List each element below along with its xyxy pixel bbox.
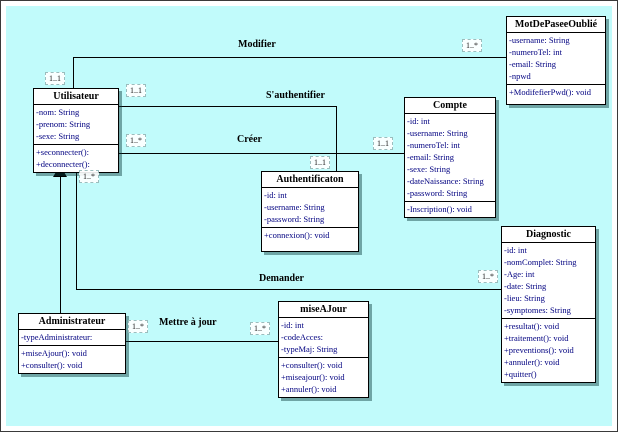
class-authentificaton[interactable]: Authentificaton -id: int -username: Stri… <box>261 171 359 252</box>
association-line-sauthentifier-vertical <box>336 106 337 171</box>
attribute: -email: String <box>407 152 454 162</box>
attributes-section: -id: int -codeAcces: -typeMaj: String <box>279 318 368 357</box>
attribute: -id: int <box>281 320 304 330</box>
multiplicity-mettre-administrateur[interactable]: 1..* <box>128 320 148 333</box>
attribute: -sexe: String <box>407 164 451 174</box>
attribute: -date: String <box>504 281 547 291</box>
attribute: -dateNaissance: String <box>407 176 484 186</box>
multiplicity-modifier-utilisateur[interactable]: 1..1 <box>45 72 65 85</box>
method: +annuler(): void <box>504 357 560 367</box>
class-title: MotDePaseeOublié <box>507 17 605 33</box>
method: +ModifefierPwd(): void <box>509 87 591 97</box>
class-administrateur[interactable]: Administrateur -typeAdministrateur: +mis… <box>18 313 126 374</box>
attribute: -numeroTel: int <box>407 140 460 150</box>
method: +consulter(): void <box>281 360 343 370</box>
generalization-line-administrateur-utilisateur <box>60 177 61 314</box>
method: +resultat(): void <box>504 321 560 331</box>
attribute: -prenom: String <box>36 119 91 129</box>
attribute: -nom: String <box>36 107 80 117</box>
class-title: miseAJour <box>279 302 368 318</box>
multiplicity-sauthentifier-authentificaton[interactable]: 1..1 <box>310 156 330 169</box>
class-title: Compte <box>405 98 495 114</box>
attribute: -id: int <box>264 190 287 200</box>
method: +miseAjour(): void <box>21 348 87 358</box>
method: +quitter() <box>504 369 537 379</box>
class-title: Administrateur <box>19 314 125 330</box>
association-line-sauthentifier-horizontal <box>119 106 337 107</box>
association-label-modifier[interactable]: Modifier <box>238 39 276 50</box>
association-label-creer[interactable]: Créer <box>237 134 262 145</box>
attribute: -lieu: String <box>504 293 545 303</box>
attribute: -Age: int <box>504 269 535 279</box>
association-line-demander-horizontal <box>76 289 501 290</box>
method: -Inscription(): void <box>407 204 472 214</box>
attribute: -typeMaj: String <box>281 344 338 354</box>
attributes-section: -id: int -username: String -numeroTel: i… <box>405 114 495 201</box>
method: +deconnecter(): <box>36 159 90 169</box>
attribute: -username: String <box>509 35 570 45</box>
method: +consulter(): void <box>21 360 83 370</box>
class-diagnostic[interactable]: Diagnostic -id: int -nomComplet: String … <box>501 226 596 383</box>
method: +preventions(): void <box>504 345 574 355</box>
multiplicity-modifier-motdepasse[interactable]: 1..* <box>462 39 482 52</box>
methods-section: +ModifefierPwd(): void <box>507 84 605 104</box>
association-label-sauthentifier[interactable]: S'authentifier <box>266 90 325 101</box>
attribute: -id: int <box>504 245 527 255</box>
association-line-mettre-a-jour <box>126 341 278 342</box>
attribute: -typeAdministrateur: <box>21 332 93 342</box>
methods-section: +connexion(): void <box>262 227 358 251</box>
attribute: -numeroTel: int <box>509 47 562 57</box>
multiplicity-mettre-miseajour[interactable]: 1..* <box>250 322 270 335</box>
attributes-section: -id: int -nomComplet: String -Age: int -… <box>502 243 595 318</box>
class-utilisateur[interactable]: Utilisateur -nom: String -prenom: String… <box>33 88 119 173</box>
class-title: Diagnostic <box>502 227 595 243</box>
method: +traitement(): void <box>504 333 569 343</box>
multiplicity-demander-utilisateur[interactable]: 1..* <box>79 170 99 183</box>
methods-section: +consulter(): void +miseajour(): void +a… <box>279 357 368 397</box>
method: +miseajour(): void <box>281 372 345 382</box>
methods-section: -Inscription(): void <box>405 201 495 217</box>
attributes-section: -id: int -username: String -password: St… <box>262 188 358 227</box>
association-label-demander[interactable]: Demander <box>259 273 304 284</box>
association-line-demander-vertical <box>76 165 77 289</box>
class-title: Utilisateur <box>34 89 118 105</box>
class-motdepasseoublie[interactable]: MotDePaseeOublié -username: String -nume… <box>506 16 606 105</box>
attribute: -username: String <box>264 202 325 212</box>
class-title: Authentificaton <box>262 172 358 188</box>
method: +connexion(): void <box>264 230 330 240</box>
attribute: -password: String <box>264 214 325 224</box>
attribute: -symptomes: String <box>504 305 571 315</box>
multiplicity-demander-diagnostic[interactable]: 1..* <box>478 270 498 283</box>
attribute: -npwd <box>509 71 531 81</box>
attribute: -codeAcces: <box>281 332 324 342</box>
attributes-section: -typeAdministrateur: <box>19 330 125 345</box>
attribute: -nomComplet: String <box>504 257 577 267</box>
multiplicity-sauthentifier-utilisateur[interactable]: 1..1 <box>126 84 146 97</box>
attribute: -username: String <box>407 128 468 138</box>
association-line-modifier-horizontal <box>73 57 506 58</box>
association-label-mettre-a-jour[interactable]: Mettre à jour <box>159 317 217 328</box>
multiplicity-creer-compte[interactable]: 1..1 <box>373 137 393 150</box>
attributes-section: -username: String -numeroTel: int -email… <box>507 33 605 84</box>
attribute: -sexe: String <box>36 131 80 141</box>
attributes-section: -nom: String -prenom: String -sexe: Stri… <box>34 105 118 144</box>
methods-section: +resultat(): void +traitement(): void +p… <box>502 318 595 382</box>
attribute: -id: int <box>407 116 430 126</box>
attribute: -password: String <box>407 188 468 198</box>
attribute: -email: String <box>509 59 556 69</box>
methods-section: +seconnecter(): +deconnecter(): <box>34 144 118 172</box>
association-line-creer <box>119 153 404 154</box>
method: +seconnecter(): <box>36 147 89 157</box>
methods-section: +miseAjour(): void +consulter(): void <box>19 345 125 373</box>
association-line-modifier-vertical <box>73 57 74 88</box>
multiplicity-creer-utilisateur[interactable]: 1..* <box>126 134 146 147</box>
class-compte[interactable]: Compte -id: int -username: String -numer… <box>404 97 496 218</box>
method: +annuler(): void <box>281 384 337 394</box>
class-miseajour[interactable]: miseAJour -id: int -codeAcces: -typeMaj:… <box>278 301 369 398</box>
